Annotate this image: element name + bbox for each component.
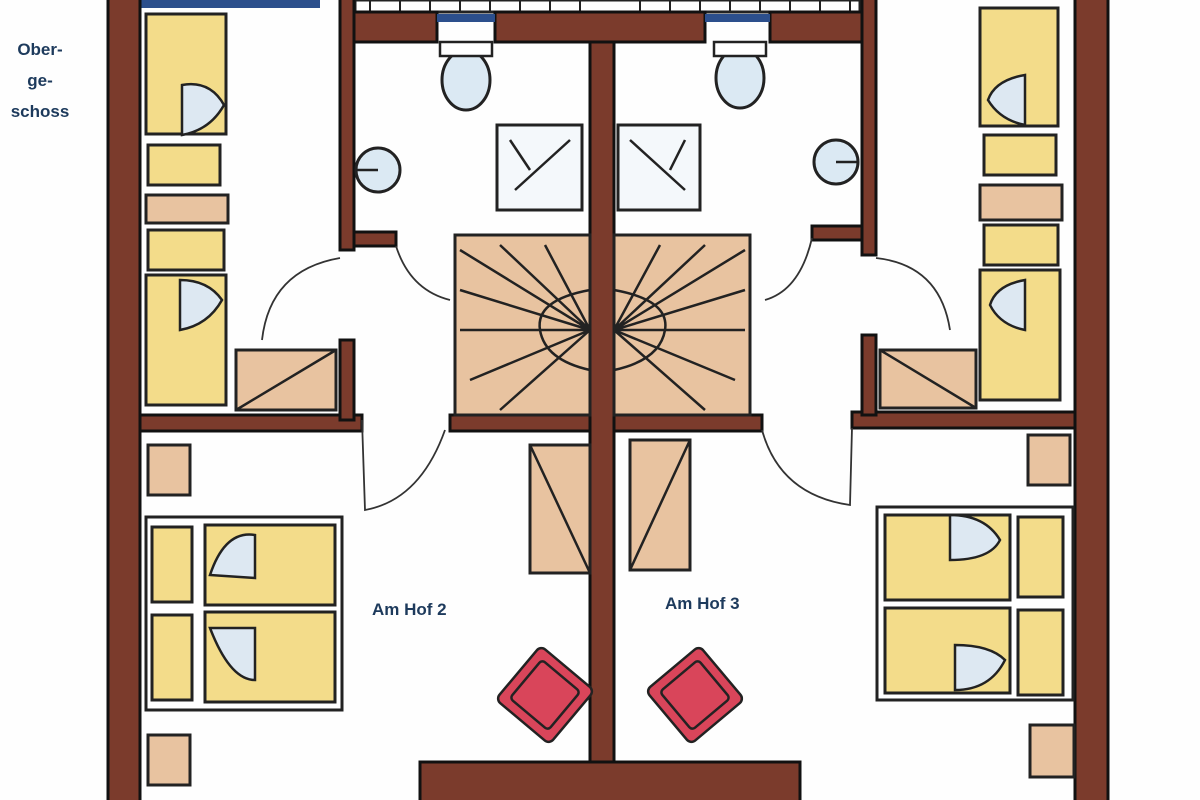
floor-label-line: Ober-: [17, 40, 63, 59]
staircase-right: [612, 233, 752, 417]
floor-label-line: ge-: [27, 71, 53, 90]
floor-label: Ober- ge- schoss: [0, 34, 80, 127]
window-top-left-bath: [437, 14, 495, 22]
staircase-left: [453, 233, 592, 417]
shower-left-icon: [495, 123, 584, 212]
window-top-right-bath: [705, 14, 770, 22]
shower-right-icon: [616, 123, 702, 212]
balcony-rail: [369, 0, 851, 12]
door-swings: [261, 237, 951, 512]
window-top-left: [140, 0, 320, 8]
room-label-am-hof-3: Am Hof 3: [665, 594, 740, 613]
storage-boxes: [146, 348, 1076, 787]
sink-left-icon: [354, 146, 402, 194]
double-bed-right: [875, 505, 1075, 702]
bed-right-top: [978, 6, 1064, 402]
floor-label-line: schoss: [10, 102, 70, 121]
room-label-am-hof-2: Am Hof 2: [372, 600, 447, 619]
armchair-right-icon: [646, 646, 744, 744]
walls: [106, 0, 1110, 800]
toilet-right-icon: [712, 40, 768, 110]
double-bed-left: [144, 515, 344, 712]
sink-right-icon: [812, 138, 860, 186]
bed-left-top: [144, 12, 230, 407]
armchair-left-icon: [496, 646, 594, 744]
toilet-left-icon: [438, 40, 494, 112]
